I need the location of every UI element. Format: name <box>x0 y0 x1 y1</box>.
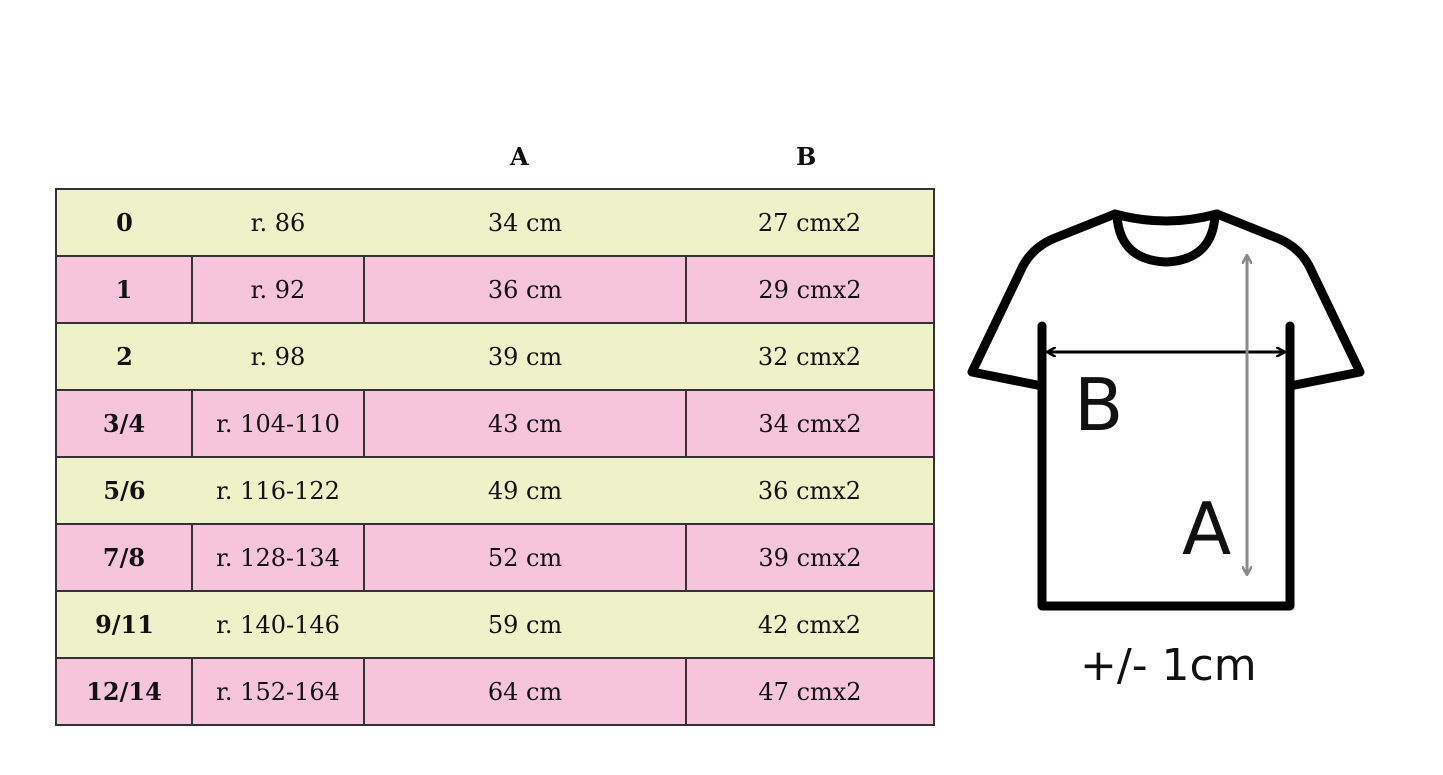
table-row: 7/8 r. 128-134 52 cm 39 cmx2 <box>56 524 934 591</box>
size-cell: 5/6 <box>56 457 192 524</box>
height-cell: r. 86 <box>192 189 364 256</box>
measure-b-cell: 47 cmx2 <box>685 658 934 725</box>
measure-a-cell: 43 cm <box>363 390 686 457</box>
table-row: 1 r. 92 36 cm 29 cmx2 <box>56 256 934 323</box>
measure-b-cell: 29 cmx2 <box>685 256 934 323</box>
size-cell: 7/8 <box>56 524 192 591</box>
height-cell: r. 152-164 <box>191 658 364 725</box>
measure-a-cell: 64 cm <box>363 658 686 725</box>
measure-b-cell: 39 cmx2 <box>685 524 934 591</box>
measure-a-cell: 52 cm <box>363 524 686 591</box>
measure-a-cell: 36 cm <box>363 256 686 323</box>
height-cell: r. 92 <box>191 256 364 323</box>
table-row: 3/4 r. 104-110 43 cm 34 cmx2 <box>56 390 934 457</box>
height-cell: r. 140-146 <box>192 591 364 658</box>
measure-b-cell: 36 cmx2 <box>686 457 934 524</box>
height-cell: r. 128-134 <box>191 524 364 591</box>
height-cell: r. 98 <box>192 323 364 390</box>
size-cell: 0 <box>56 189 192 256</box>
table-row: 0 r. 86 34 cm 27 cmx2 <box>56 189 934 256</box>
measure-a-cell: 34 cm <box>364 189 686 256</box>
measure-a-cell: 49 cm <box>364 457 686 524</box>
height-cell: r. 104-110 <box>191 390 364 457</box>
table-row: 5/6 r. 116-122 49 cm 36 cmx2 <box>56 457 934 524</box>
measure-b-cell: 27 cmx2 <box>686 189 934 256</box>
tolerance-note: +/- 1cm <box>1080 640 1257 691</box>
table-row: 2 r. 98 39 cm 32 cmx2 <box>56 323 934 390</box>
size-cell: 12/14 <box>56 658 192 725</box>
label-b: B <box>1074 363 1123 447</box>
size-cell: 3/4 <box>56 390 192 457</box>
size-table: 0 r. 86 34 cm 27 cmx2 1 r. 92 36 cm 29 c… <box>55 188 935 726</box>
t-shirt-icon: B A <box>967 209 1365 611</box>
measure-b-cell: 34 cmx2 <box>685 390 934 457</box>
measure-a-cell: 59 cm <box>364 591 686 658</box>
size-cell: 2 <box>56 323 192 390</box>
measure-b-cell: 32 cmx2 <box>686 323 934 390</box>
measure-b-cell: 42 cmx2 <box>686 591 934 658</box>
label-a: A <box>1182 487 1231 571</box>
table-row: 12/14 r. 152-164 64 cm 47 cmx2 <box>56 658 934 725</box>
height-cell: r. 116-122 <box>192 457 364 524</box>
column-header-b: B <box>796 142 817 171</box>
size-cell: 9/11 <box>56 591 192 658</box>
measure-a-cell: 39 cm <box>364 323 686 390</box>
column-header-a: A <box>510 142 529 171</box>
shirt-outline <box>967 209 1365 611</box>
size-cell: 1 <box>56 256 192 323</box>
table-row: 9/11 r. 140-146 59 cm 42 cmx2 <box>56 591 934 658</box>
